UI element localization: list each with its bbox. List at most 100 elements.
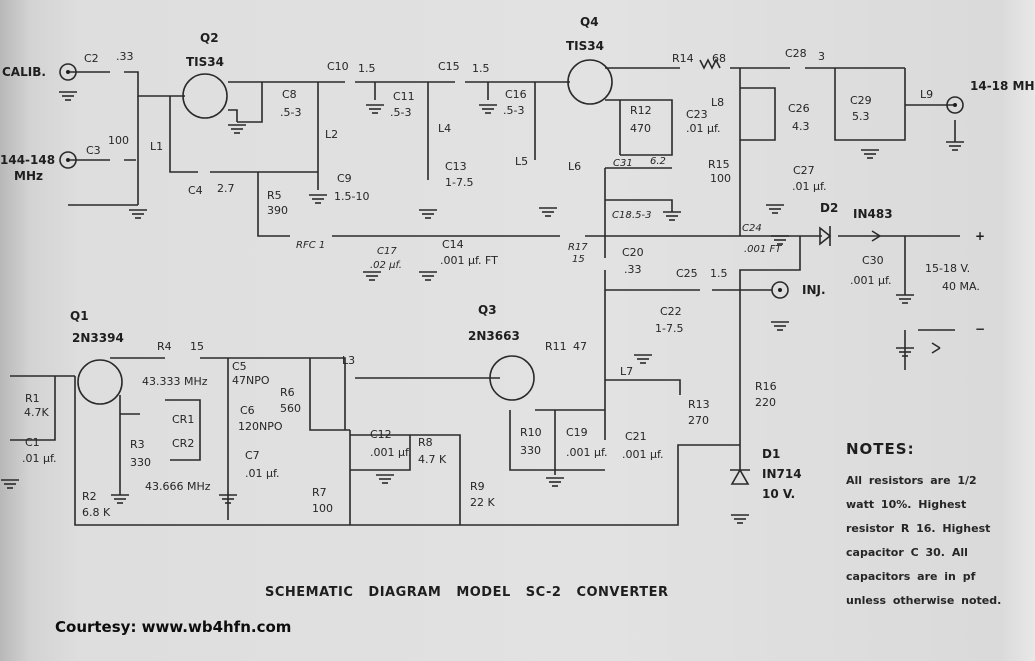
c18-ref: C18 [612, 210, 632, 221]
c15-value: 1.5 [472, 62, 490, 75]
notes-line: resistor R 16. Highest [846, 522, 990, 535]
r1-ref: R1 [25, 392, 40, 405]
r1-value: 4.7K [24, 406, 49, 419]
c26-ref: C26 [788, 102, 810, 115]
r13-ref: R13 [688, 398, 710, 411]
r10-ref: R10 [520, 426, 542, 439]
c3-ref: C3 [86, 144, 101, 157]
r3-ref: R3 [130, 438, 145, 451]
c6-value: 120NPO [238, 420, 283, 433]
d2-part: IN483 [853, 207, 893, 221]
q1-part: 2N3394 [72, 331, 124, 345]
q1-ref: Q1 [70, 309, 89, 323]
c19-value: .001 µf. [566, 446, 608, 459]
c24-ref: C24 [742, 223, 762, 234]
c22-ref: C22 [660, 305, 682, 318]
crystal-labels: CR1 43.333 MHz CR2 43.666 MHz [142, 375, 211, 493]
l5-ref: L5 [515, 155, 528, 168]
r2-value: 6.8 K [82, 506, 111, 519]
c28-value: 3 [818, 50, 825, 63]
cr2-freq: 43.666 MHz [145, 480, 211, 493]
l9-ref: L9 [920, 88, 933, 101]
capacitor-labels: C1 .01 µf. C2 .33 C3 100 C4 2.7 C5 47NPO… [22, 47, 892, 480]
notes-heading: NOTES: [846, 440, 915, 458]
notes-line: All resistors are 1/2 [846, 474, 977, 487]
c10-value: 1.5 [358, 62, 376, 75]
r11-value: 47 [573, 340, 587, 353]
c22-value: 1-7.5 [655, 322, 683, 335]
r10-value: 330 [520, 444, 541, 457]
c10-ref: C10 [327, 60, 349, 73]
c21-value: .001 µf. [622, 448, 664, 461]
c23-ref: C23 [686, 108, 708, 121]
c17-ref: C17 [377, 246, 397, 257]
cr2-ref: CR2 [172, 437, 194, 450]
c1-value: .01 µf. [22, 452, 57, 465]
c31-ref: C31 [613, 158, 633, 169]
c27-value: .01 µf. [792, 180, 827, 193]
r9-ref: R9 [470, 480, 485, 493]
d2-ref: D2 [820, 201, 838, 215]
r16-value: 220 [755, 396, 776, 409]
l6-ref: L6 [568, 160, 581, 173]
c9-value: 1.5-10 [334, 190, 369, 203]
r7-value: 100 [312, 502, 333, 515]
c24-value: .001 FT [744, 244, 782, 255]
diagram-title: SCHEMATIC DIAGRAM MODEL SC-2 CONVERTER [265, 585, 669, 600]
c6-ref: C6 [240, 404, 255, 417]
c23-value: .01 µf. [686, 122, 721, 135]
r17-ref: R17 [568, 242, 588, 253]
notes-line: capacitors are in pf [846, 570, 976, 583]
c3-value: 100 [108, 134, 129, 147]
courtesy-credit: Courtesy: www.wb4hfn.com [55, 618, 292, 636]
c1-ref: C1 [25, 436, 40, 449]
calib-connector-label: CALIB. [2, 65, 46, 79]
q3-ref: Q3 [478, 303, 497, 317]
r6-ref: R6 [280, 386, 295, 399]
notes-block: NOTES: All resistors are 1/2 watt 10%. H… [846, 440, 1001, 607]
l2-ref: L2 [325, 128, 338, 141]
r4-ref: R4 [157, 340, 172, 353]
c30-ref: C30 [862, 254, 884, 267]
q4-symbol [567, 59, 613, 105]
c16-value: .5-3 [503, 104, 524, 117]
r8-ref: R8 [418, 436, 433, 449]
connector-labels: CALIB. 144-148 MHz 14-18 MHz INJ. + − 15… [0, 65, 1035, 336]
q3-part: 2N3663 [468, 329, 520, 343]
l8-ref: L8 [711, 96, 724, 109]
notes-line: capacitor C 30. All [846, 546, 968, 559]
resistor-labels: R1 4.7K R2 6.8 K R3 330 R4 15 R5 390 R6 … [24, 52, 777, 519]
c4-ref: C4 [188, 184, 203, 197]
output-freq-label: 14-18 MHz [970, 79, 1035, 93]
plus-terminal-label: + [975, 229, 985, 243]
q3-symbol [489, 355, 535, 401]
c26-value: 4.3 [792, 120, 810, 133]
l4-ref: L4 [438, 122, 451, 135]
r4-value: 15 [190, 340, 204, 353]
r17-value: 15 [572, 254, 585, 265]
c11-ref: C11 [393, 90, 415, 103]
c21-ref: C21 [625, 430, 647, 443]
d1-ref: D1 [762, 447, 780, 461]
c25-ref: C25 [676, 267, 698, 280]
c12-value: .001 µf. [370, 446, 412, 459]
wiring [10, 67, 960, 526]
r14-value: 68 [712, 52, 726, 65]
notes-line: unless otherwise noted. [846, 594, 1001, 607]
c14-ref: C14 [442, 238, 464, 251]
c20-value: .33 [624, 263, 642, 276]
d2-symbol [819, 226, 832, 246]
c7-ref: C7 [245, 449, 260, 462]
l1-ref: L1 [150, 140, 163, 153]
c15-ref: C15 [438, 60, 460, 73]
d1-symbol [730, 468, 750, 485]
d1-rating: 10 V. [762, 487, 795, 501]
r14-ref: R14 [672, 52, 694, 65]
r12-ref: R12 [630, 104, 652, 117]
r2-ref: R2 [82, 490, 97, 503]
cr1-ref: CR1 [172, 413, 194, 426]
c12-ref: C12 [370, 428, 392, 441]
q2-ref: Q2 [200, 31, 219, 45]
c9-ref: C9 [337, 172, 352, 185]
r3-value: 330 [130, 456, 151, 469]
